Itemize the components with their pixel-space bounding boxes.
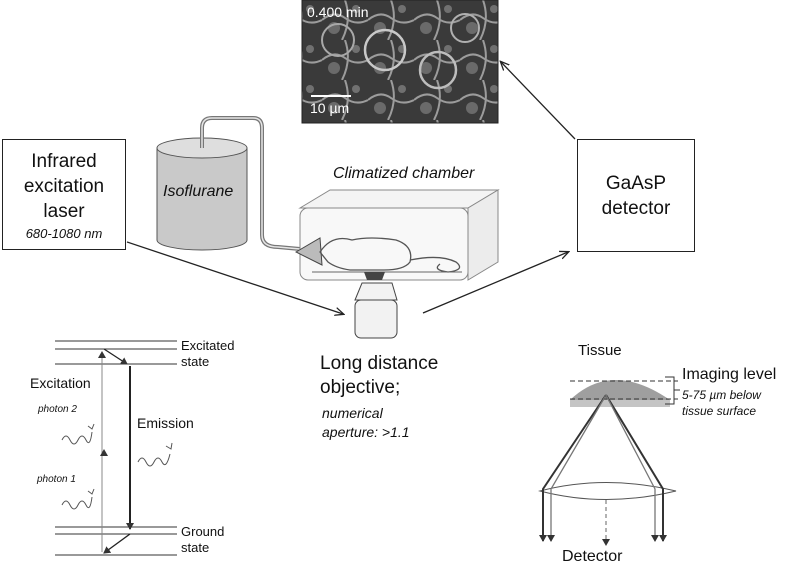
detector-line-1: GaAsP [605,172,667,194]
optics-diagram [538,376,680,546]
depth-label: 5-75 µm below tissue surface [682,387,761,419]
depth-line-2: tissue surface [682,404,757,418]
isoflurane-label: Isoflurane [163,183,234,200]
arrow-objective-to-detector [422,252,568,314]
detector-bottom-label: Detector [562,548,623,565]
energy-level-diagram [55,340,177,556]
micrograph-image [301,0,499,124]
chamber-label: Climatized chamber [333,165,475,182]
arrow-laser-to-objective [126,241,343,314]
detector-box: GaAsP detector [577,139,695,252]
laser-line-2: excitation [23,175,105,197]
laser-range: 680-1080 nm [25,225,103,241]
ground-line-2: state [181,540,210,555]
objective-detail-2: aperture: >1.1 [322,424,410,440]
isoflurane-canister [156,116,301,251]
laser-line-1: Infrared [31,150,97,172]
detector-line-2: detector [601,197,671,219]
imaging-level-label: Imaging level [682,366,777,383]
depth-line-1: 5-75 µm below [682,388,761,402]
objective-line-2: objective; [320,377,401,398]
excitated-line-1: Excitated [181,338,235,353]
ground-line-1: Ground [181,524,225,539]
ground-state-label: Ground state [181,524,224,556]
excitation-label: Excitation [30,375,91,391]
emission-label: Emission [137,415,194,431]
climatized-chamber [294,189,500,281]
objective-title: Long distance objective; [320,352,438,400]
objective-detail-1: numerical [322,405,383,421]
mouse-outline [319,237,412,271]
excitated-state-label: Excitated state [181,338,234,370]
laser-line-3: laser [43,200,85,222]
micrograph-scale: 10 µm [310,100,350,116]
photon1-label: photon 1 [37,474,76,485]
micrograph-time: 0.400 min [307,4,369,20]
excitated-line-2: state [181,354,210,369]
objective-detail: numerical aperture: >1.1 [322,404,410,442]
objective-line-1: Long distance [320,353,439,374]
tissue-label: Tissue [578,342,622,359]
laser-box: Infrared excitation laser 680-1080 nm [2,139,126,250]
photon2-label: photon 2 [38,404,77,415]
objective-lens [354,272,398,339]
arrow-detector-to-image [501,62,576,140]
